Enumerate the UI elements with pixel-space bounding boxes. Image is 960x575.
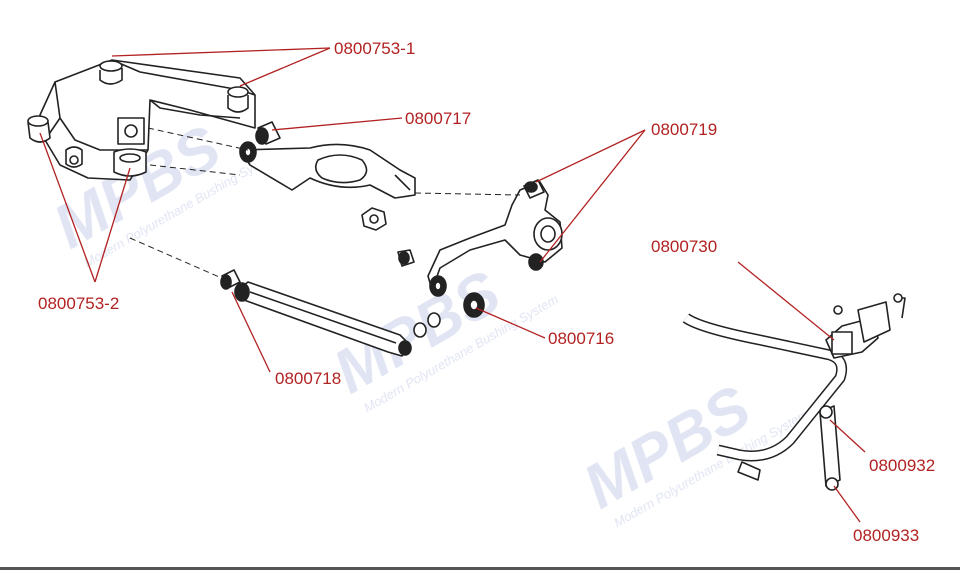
watermark-group: MPBS Modern Polyurethane Bushing System …	[43, 113, 811, 531]
leader-0800719-a	[535, 129, 646, 183]
label-knuckle-bushes: 0800719	[651, 120, 717, 139]
lower-arm-drawing	[239, 121, 416, 231]
leader-0800717	[271, 117, 403, 131]
leader-0800718	[231, 291, 271, 373]
part-labels: 0800753-1 0800753-2 0800717 0800719 0800…	[38, 39, 935, 545]
leader-0800933	[833, 485, 861, 523]
bottom-border	[0, 567, 960, 570]
watermark-3: MPBS Modern Polyurethane Bushing System	[573, 373, 811, 531]
label-trailing-arm-bush: 0800716	[548, 329, 614, 348]
sway-bar-drawing	[682, 293, 906, 491]
label-tie-rod-bush: 0800718	[275, 369, 341, 388]
label-sway-bar-bush: 0800730	[651, 237, 717, 256]
label-drop-link-upper: 0800932	[869, 456, 935, 475]
label-subframe-rear-mount: 0800753-2	[38, 294, 119, 313]
leader-0800753-2-a	[39, 132, 96, 283]
lower-arm-bush-separate	[255, 121, 281, 145]
leader-0800719-b	[539, 129, 646, 263]
subframe-drawing	[27, 59, 256, 181]
leader-0800753-1-a	[111, 47, 331, 57]
tie-rod-drawing	[220, 269, 441, 357]
leader-0800716	[475, 307, 546, 339]
knuckle-drawing	[397, 179, 563, 318]
leader-0800730	[737, 261, 835, 341]
leader-0800753-2-b	[94, 167, 131, 283]
leader-lines	[39, 47, 866, 523]
assembly-guides	[129, 127, 521, 281]
leader-0800932	[829, 419, 866, 453]
label-drop-link-lower: 0800933	[853, 526, 919, 545]
label-subframe-front-mount: 0800753-1	[334, 39, 415, 58]
lower-arm-bush	[239, 141, 257, 163]
leader-0800753-1-b	[239, 47, 331, 87]
label-lower-arm-bush: 0800717	[405, 109, 471, 128]
